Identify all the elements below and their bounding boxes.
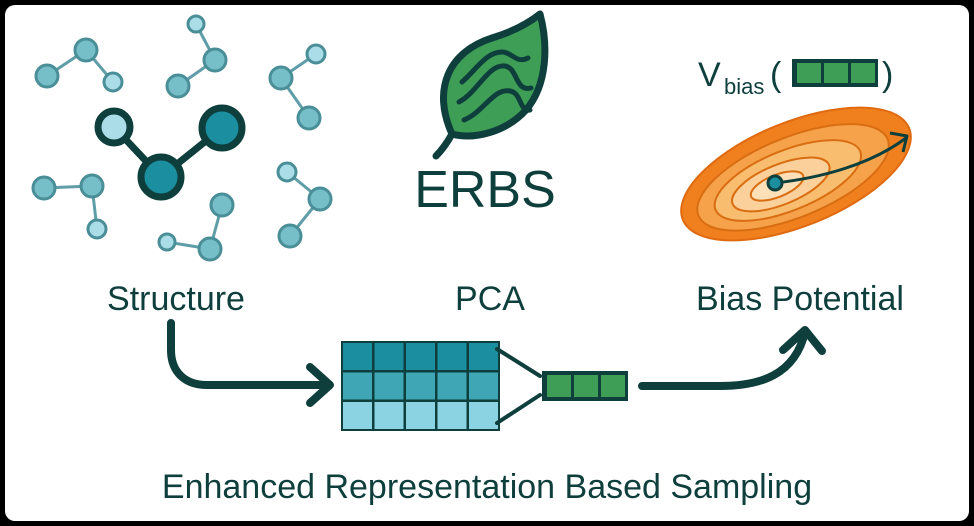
small-molecule-icon — [268, 43, 327, 131]
matrix-cell — [437, 402, 467, 429]
leaf-icon — [432, 10, 549, 160]
footer-title: Enhanced Representation Based Sampling — [162, 468, 812, 506]
molecule-icon — [94, 104, 246, 201]
trajectory-arrow — [766, 131, 909, 192]
matrix-cell — [406, 343, 435, 370]
small-molecule-icon — [276, 161, 333, 249]
matrix-cell — [437, 372, 467, 400]
matrix-cell — [343, 343, 372, 370]
bias-potential-contour-icon — [680, 106, 912, 242]
reduced-vector-icon — [542, 371, 628, 401]
matrix-cell — [343, 402, 372, 429]
small-molecule-icon — [31, 173, 108, 240]
small-molecule-icon — [34, 37, 124, 93]
matrix-cell — [406, 402, 435, 429]
formula-open-paren: ( — [770, 56, 782, 94]
matrix-cell — [469, 372, 498, 400]
matrix-cell — [374, 402, 404, 429]
erbs-diagram: ERBS V bias ( ) Structure PCA Bias Poten… — [31, 10, 912, 506]
label-structure: Structure — [107, 280, 245, 318]
matrix-cell — [374, 372, 404, 400]
pca-to-bias-arrow — [638, 326, 826, 390]
erbs-logo-text: ERBS — [414, 161, 556, 219]
small-molecule-icon — [157, 192, 235, 262]
structure-to-pca-arrow — [167, 319, 334, 407]
label-pca: PCA — [455, 280, 525, 318]
bias-formula: V bias ( ) — [698, 56, 893, 99]
formula-subscript: bias — [724, 74, 764, 99]
diagram-canvas: ERBS V bias ( ) Structure PCA Bias Poten… — [5, 5, 969, 521]
matrix-cell — [406, 372, 435, 400]
formula-base: V — [698, 56, 721, 94]
small-molecule-icon — [165, 14, 228, 99]
matrix-cell — [469, 402, 498, 429]
matrix-cell — [469, 343, 498, 370]
matrix-cell — [437, 343, 467, 370]
label-bias-potential: Bias Potential — [696, 280, 904, 318]
projection-lines — [495, 347, 542, 425]
matrix-cell — [374, 343, 404, 370]
formula-close-paren: ) — [882, 56, 893, 94]
formula-vector-icon — [792, 59, 878, 87]
data-matrix-icon — [341, 341, 500, 431]
matrix-cell — [343, 372, 372, 400]
small-molecules-group — [31, 14, 333, 262]
